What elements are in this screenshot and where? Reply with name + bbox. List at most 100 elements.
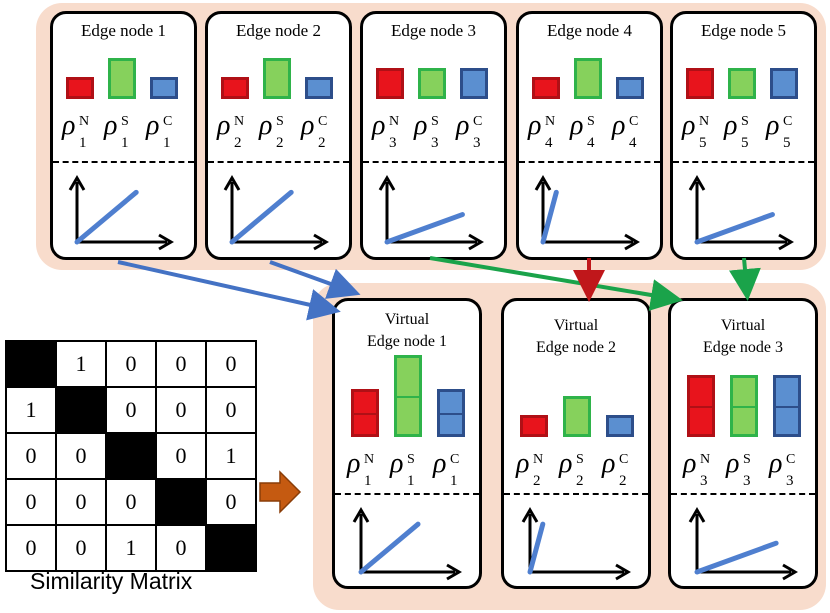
trend-line (694, 212, 775, 245)
y-axis-arrowhead (521, 507, 539, 523)
bar-s (263, 58, 291, 99)
bar-segment-divider (690, 405, 712, 408)
matrix-cell: 0 (55, 432, 107, 480)
trend-plot (534, 175, 640, 251)
matrix-diagonal-cell (155, 478, 207, 526)
matrix-cell: 1 (105, 524, 157, 572)
matrix-cell: 0 (155, 432, 207, 480)
trend-plot (378, 175, 484, 251)
bar-segment-divider (440, 413, 462, 415)
link-edge1-to-virtual1 (117, 260, 341, 321)
matrix-cell: 0 (105, 386, 157, 434)
y-axis-arrowhead (68, 175, 86, 191)
bar-c (616, 77, 644, 99)
trend-line (694, 540, 779, 575)
dashed-divider (504, 493, 648, 495)
bar-c (773, 374, 801, 437)
bar-s (418, 67, 446, 99)
matrix-cell: 0 (105, 478, 157, 526)
matrix-cell: 0 (5, 432, 57, 480)
edge-node-title: Edge node 3 (391, 21, 476, 40)
matrix-cell: 0 (155, 386, 207, 434)
dashed-divider (335, 493, 479, 495)
similarity-matrix-caption: Similarity Matrix (30, 568, 193, 594)
edge-node-title: Edge node 4 (547, 21, 632, 40)
edge-node-title: Edge node 5 (701, 21, 786, 40)
bar-n (686, 67, 714, 99)
edge-node-title: Edge node 1 (81, 21, 166, 40)
y-axis-arrowhead (688, 175, 706, 191)
link-edge5-to-virtual3 (729, 257, 761, 301)
trend-line (74, 189, 139, 245)
bar-n (221, 77, 249, 99)
x-axis-arrowhead (615, 563, 631, 581)
bar-n (66, 77, 94, 99)
dashed-divider (519, 161, 660, 163)
dashed-divider (671, 493, 815, 495)
y-axis-arrowhead (688, 507, 706, 523)
trend-plot (352, 507, 462, 581)
bar-s (108, 58, 136, 99)
x-axis-arrowhead (446, 563, 462, 581)
trend-line (540, 189, 559, 245)
bar-c (606, 415, 634, 437)
bar-c (770, 67, 798, 99)
y-axis-arrowhead (352, 507, 370, 523)
matrix-cell: 0 (105, 340, 157, 388)
x-axis-arrowhead (624, 233, 640, 251)
x-axis-arrowhead (468, 233, 484, 251)
trend-plot (68, 175, 174, 251)
bar-s (728, 67, 756, 99)
trend-line (384, 212, 465, 245)
matrix-diagonal-cell (105, 432, 157, 480)
trend-plot (223, 175, 329, 251)
x-axis-arrowhead (782, 563, 798, 581)
matrix-cell: 0 (55, 524, 107, 572)
x-axis-arrowhead (158, 233, 174, 251)
matrix-diagonal-cell (55, 386, 107, 434)
bar-s (563, 396, 591, 437)
bar-n (532, 77, 560, 99)
x-axis-arrowhead (778, 233, 794, 251)
trend-line (229, 189, 294, 245)
bar-n (687, 374, 715, 437)
edge-node-title: Edge node 2 (236, 21, 321, 40)
bar-segment-divider (776, 405, 798, 408)
matrix-cell: 0 (205, 340, 257, 388)
matrix-cell: 0 (155, 340, 207, 388)
trend-plot (688, 507, 798, 581)
bar-segment-divider (397, 396, 419, 399)
dashed-divider (673, 161, 814, 163)
bar-c (460, 67, 488, 99)
trend-plot (521, 507, 631, 581)
bar-s (394, 355, 422, 437)
matrix-diagonal-cell (5, 340, 57, 388)
